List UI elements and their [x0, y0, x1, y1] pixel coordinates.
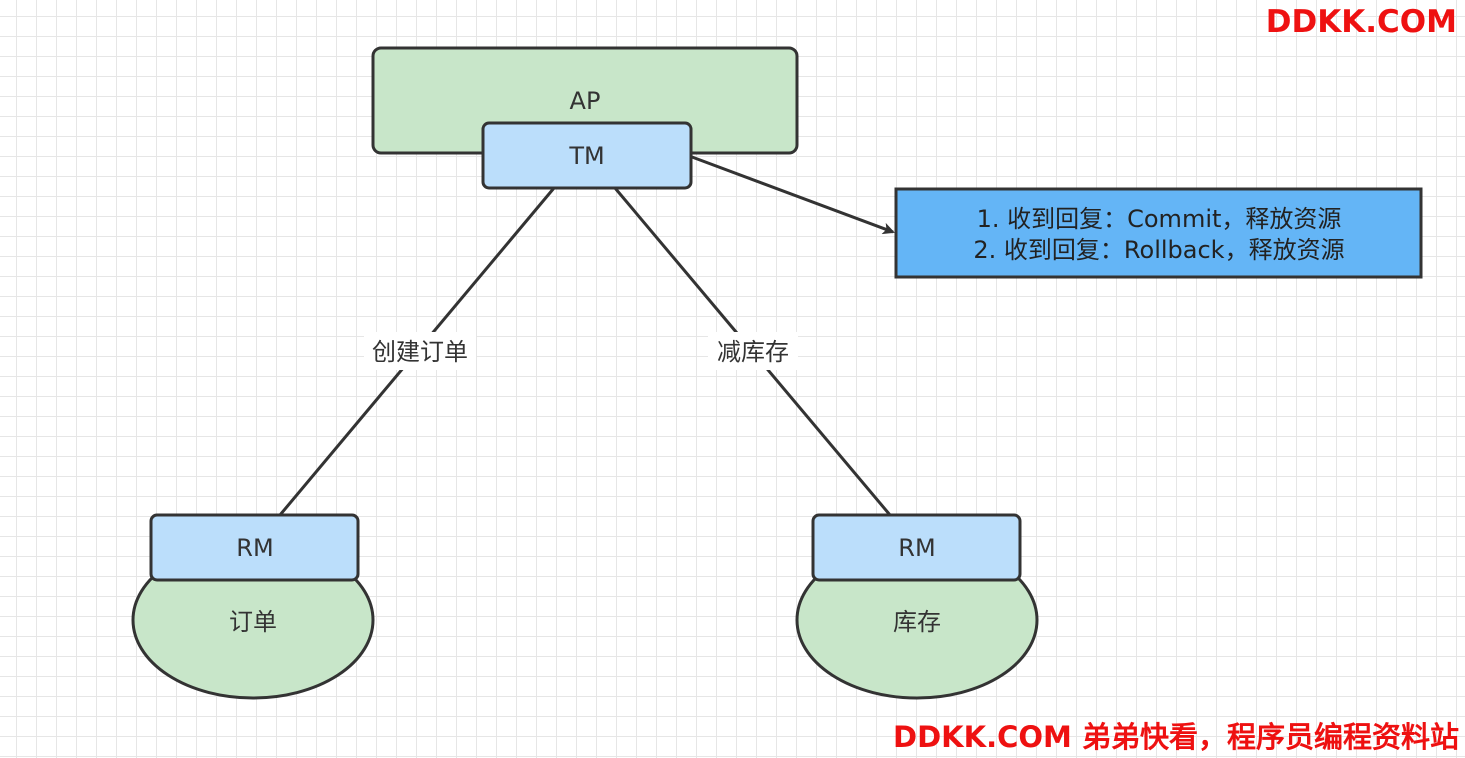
edge-label-reduce-stock: 减库存 [717, 338, 789, 366]
stock-rm-label: RM [898, 534, 935, 562]
watermark-top: DDKK.COM [1265, 4, 1457, 40]
order-rm-label: RM [236, 534, 273, 562]
note-line-2: 2. 收到回复：Rollback，释放资源 [973, 236, 1344, 264]
edge-label-create-order-group: 创建订单 [364, 332, 476, 370]
order-rm-node: RM [149, 513, 360, 582]
tm-label: TM [568, 142, 604, 170]
note-line-1: 1. 收到回复：Commit，释放资源 [977, 205, 1342, 233]
ap-label: AP [570, 87, 601, 115]
edge-label-create-order: 创建订单 [372, 338, 468, 366]
edge-label-reduce-stock-group: 减库存 [708, 332, 798, 370]
stock-rm-node: RM [811, 513, 1022, 582]
note-box: 1. 收到回复：Commit，释放资源 2. 收到回复：Rollback，释放资… [894, 187, 1423, 279]
order-db-label: 订单 [229, 608, 277, 636]
stock-db-label: 库存 [893, 608, 941, 636]
tm-node: TM [481, 121, 693, 190]
watermark-bottom: DDKK.COM 弟弟快看，程序员编程资料站 [893, 720, 1459, 754]
edge-tm-note [691, 155, 895, 235]
